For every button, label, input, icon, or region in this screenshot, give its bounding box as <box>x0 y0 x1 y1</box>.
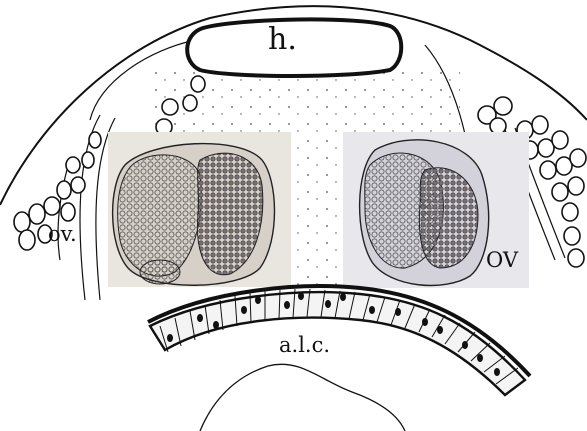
label-ov-right: OV <box>486 248 518 272</box>
label-h: h. <box>268 22 297 57</box>
label-alc: a.l.c. <box>279 333 330 357</box>
label-ov-left: ov. <box>48 222 77 246</box>
lumen-outline <box>200 364 405 431</box>
left-ovary <box>108 132 291 287</box>
alc-epithelium <box>148 286 530 395</box>
